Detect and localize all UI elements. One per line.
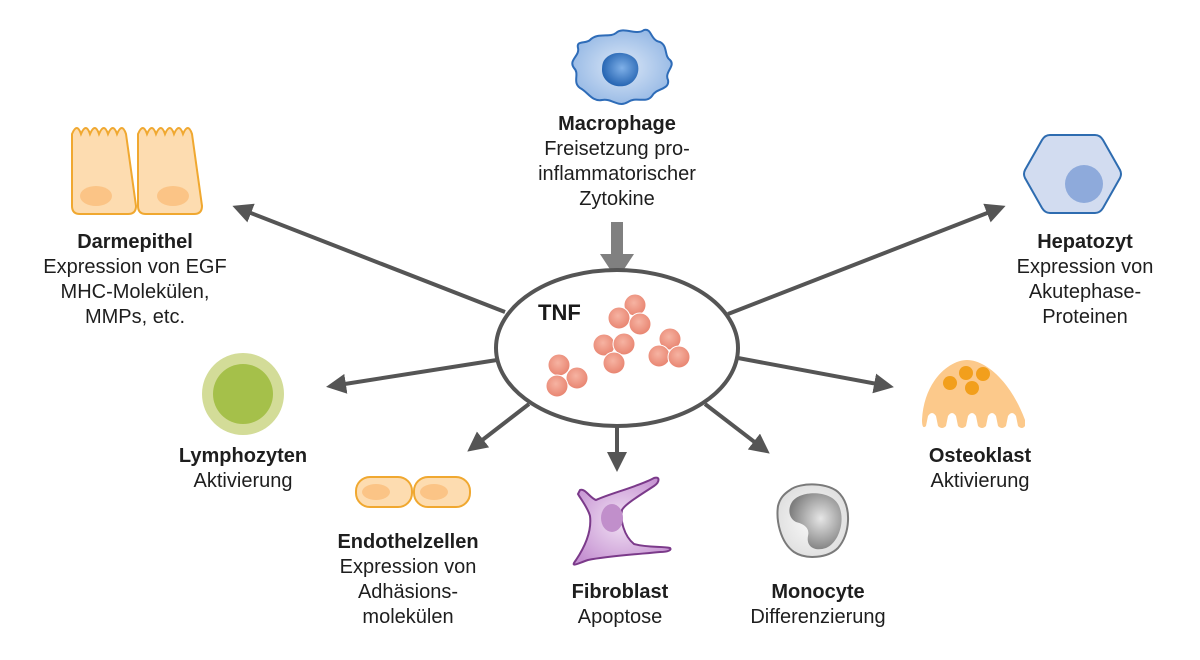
osteoklast-desc-line: Aktivierung xyxy=(930,470,1030,492)
lymphozyten-label: Lymphozyten Aktivierung xyxy=(153,444,333,494)
darmepithel-desc-line: Expression von EGF xyxy=(43,256,227,278)
endothelzellen-desc-line: Expression von xyxy=(339,556,477,578)
arrow-to-endothelzellen xyxy=(467,402,531,452)
arrow-to-monocyte xyxy=(703,402,770,454)
macrophage-label: Macrophage Freisetzung pro- inflammatori… xyxy=(517,112,717,212)
fibroblast-desc-line: Apoptose xyxy=(577,606,663,628)
hepatozyt-icon xyxy=(1023,134,1122,214)
monocyte-icon xyxy=(776,483,849,558)
hepatozyt-label: Hepatozyt Expression von Akutephase- Pro… xyxy=(985,230,1185,330)
lymphozyten-title: Lymphozyten xyxy=(178,445,308,467)
darmepithel-icon xyxy=(71,127,204,215)
tnf-trimer xyxy=(607,293,652,336)
monocyte-label: Monocyte Differenzierung xyxy=(723,580,913,630)
endothelzellen-title: Endothelzellen xyxy=(337,531,479,553)
endothelzellen-desc-line: Adhäsions- xyxy=(357,581,459,603)
endothelzellen-label: Endothelzellen Expression von Adhäsions-… xyxy=(318,530,498,630)
darmepithel-desc-line: MHC-Molekülen, xyxy=(60,281,210,303)
input-arrow xyxy=(600,222,634,280)
macrophage-title: Macrophage xyxy=(558,113,676,135)
hepatozyt-desc-line: Proteinen xyxy=(1042,306,1128,328)
darmepithel-desc-line: MMPs, etc. xyxy=(84,306,185,328)
tnf-trimer xyxy=(545,353,589,398)
macrophage-desc-line: Zytokine xyxy=(579,188,655,210)
arrows-group xyxy=(232,203,1006,472)
endothelzellen-desc-line: molekülen xyxy=(362,606,454,628)
tnf-trimer xyxy=(592,332,636,375)
osteoklast-label: Osteoklast Aktivierung xyxy=(890,444,1070,494)
tnf-label: TNF xyxy=(538,300,581,325)
darmepithel-label: Darmepithel Expression von EGF MHC-Molek… xyxy=(20,230,250,330)
arrow-to-osteoklast xyxy=(737,356,894,394)
darmepithel-title: Darmepithel xyxy=(77,231,193,253)
tnf-trimer xyxy=(647,327,691,369)
fibroblast-title: Fibroblast xyxy=(571,581,669,603)
hepatozyt-desc-line: Expression von xyxy=(1016,256,1154,278)
arrow-to-lymphozyten xyxy=(326,358,498,394)
hepatozyt-desc-line: Akutephase- xyxy=(1028,281,1142,303)
osteoklast-title: Osteoklast xyxy=(928,445,1032,467)
fibroblast-icon xyxy=(572,476,672,566)
arrow-to-hepatozyt xyxy=(727,203,1006,316)
macrophage-desc-line: inflammatorischer xyxy=(538,163,696,185)
tnf-trimers xyxy=(545,293,691,398)
fibroblast-label: Fibroblast Apoptose xyxy=(540,580,700,630)
monocyte-desc-line: Differenzierung xyxy=(750,606,886,628)
macrophage-icon xyxy=(571,28,673,105)
hepatozyt-title: Hepatozyt xyxy=(1037,231,1133,253)
monocyte-title: Monocyte xyxy=(771,581,865,603)
osteoklast-icon xyxy=(922,360,1025,428)
endothelzellen-icon xyxy=(355,476,471,508)
lymphozyten-desc-line: Aktivierung xyxy=(193,470,293,492)
lymphozyten-icon xyxy=(202,353,284,435)
arrow-to-darmepithel xyxy=(232,203,506,314)
macrophage-desc-line: Freisetzung pro- xyxy=(544,138,690,160)
